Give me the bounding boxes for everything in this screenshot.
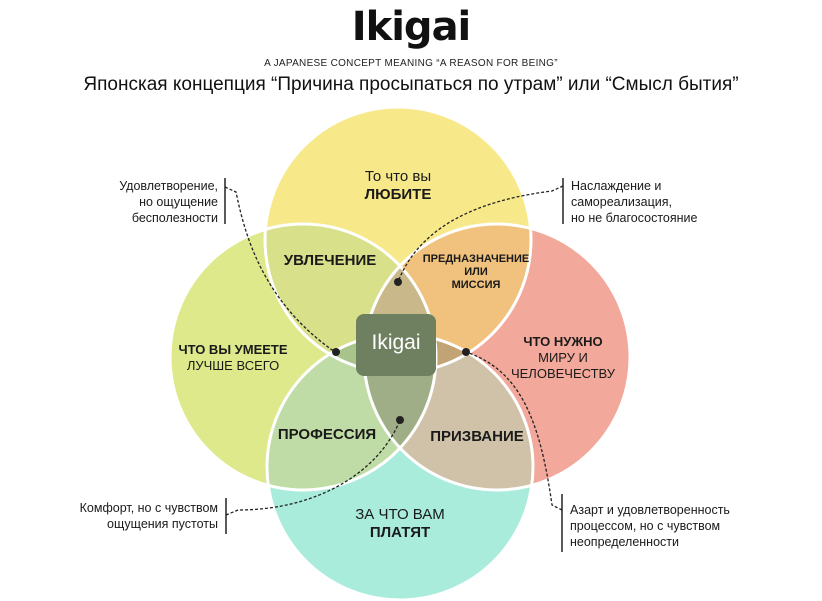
russian-subtitle: Японская концепция “Причина просыпаться … (83, 74, 739, 95)
center-ikigai-shape (356, 314, 436, 376)
label-world-needs: ЧТО НУЖНО МИРУ И ЧЕЛОВЕЧЕСТВУ (510, 334, 616, 381)
label-ikigai-center: Ikigai (371, 331, 421, 354)
connector-dot-top-left (332, 348, 340, 356)
english-subtitle: A JAPANESE CONCEPT MEANING “A REASON FOR… (264, 58, 558, 69)
label-mission: ПРЕДНАЗНАЧЕНИЕ ИЛИ МИССИЯ (422, 253, 530, 291)
label-vocation: ПРИЗВАНИЕ (430, 428, 524, 445)
note-top-right: Наслаждение и самореализация, но не благ… (571, 179, 698, 225)
connector-dot-bottom-left (396, 416, 404, 424)
connector-bottom-right (465, 351, 563, 511)
label-profession: ПРОФЕССИЯ (277, 426, 377, 443)
connector-dot-bottom-right (462, 348, 470, 356)
page-title: Ikigai (351, 4, 472, 50)
note-top-left: Удовлетворение, но ощущение бесполезност… (119, 179, 218, 225)
label-good-at: ЧТО ВЫ УМЕЕТЕ ЛУЧШЕ ВСЕГО (178, 342, 288, 373)
connector-bottom-left (225, 419, 401, 516)
label-paid-for: ЗА ЧТО ВАМ ПЛАТЯТ (355, 506, 445, 541)
note-bottom-right: Азарт и удовлетворенность процессом, но … (570, 503, 730, 549)
connector-top-left (224, 186, 336, 353)
note-bottom-left: Комфорт, но с чувством ощущения пустоты (79, 501, 218, 531)
connector-dot-top-right (394, 278, 402, 286)
label-love: То что вы ЛЮБИТЕ (364, 168, 432, 203)
connector-top-right (397, 185, 564, 283)
label-passion: УВЛЕЧЕНИЕ (283, 252, 377, 269)
